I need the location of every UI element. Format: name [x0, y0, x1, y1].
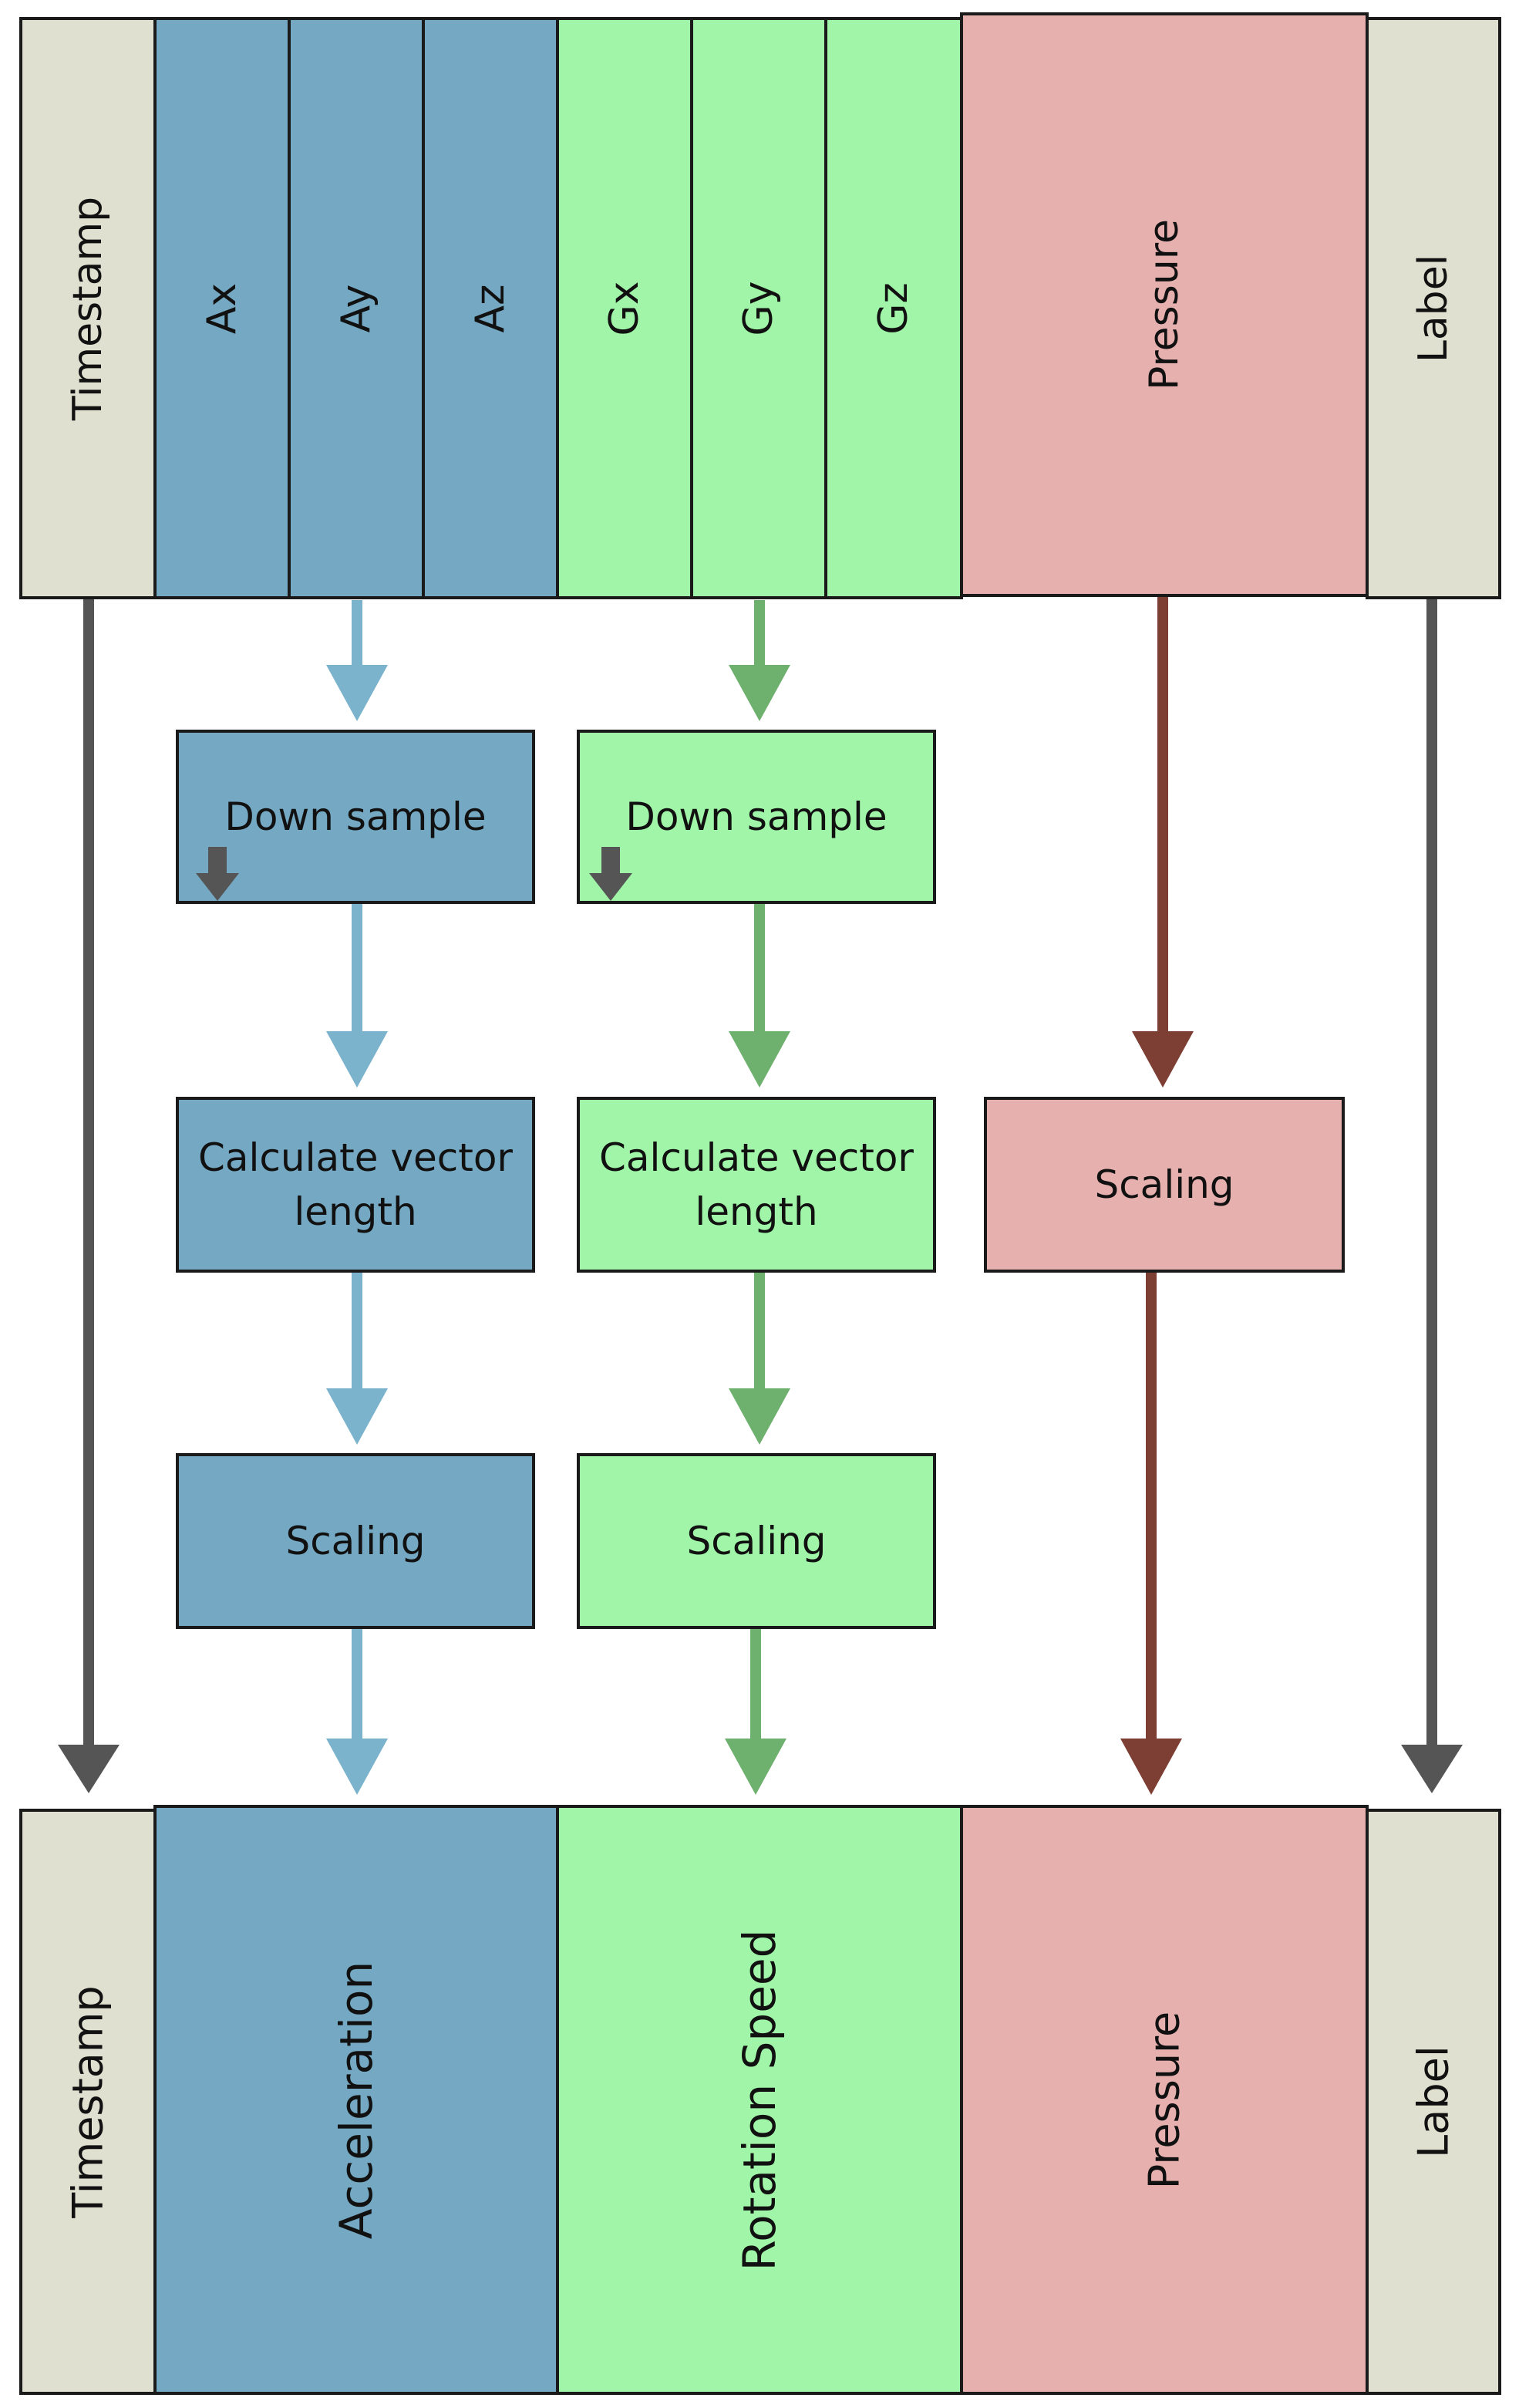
accel-downsample-box: Down sample: [176, 730, 535, 904]
input-az-label: Az: [467, 284, 514, 332]
input-gy-label: Gy: [736, 280, 782, 336]
gyro-scaling-box: Scaling: [577, 1453, 936, 1629]
accel-scaling-box: Scaling: [176, 1453, 535, 1629]
output-acceleration-column: Acceleration: [153, 1805, 559, 2395]
gyro-scaling-text: Scaling: [686, 1519, 827, 1563]
input-ay-label: Ay: [333, 284, 379, 332]
output-timestamp-column: Timestamp: [19, 1809, 157, 2395]
output-acceleration-label: Acceleration: [330, 1961, 382, 2239]
output-pressure-label: Pressure: [1140, 2011, 1189, 2189]
input-timestamp-label: Timestamp: [65, 196, 111, 420]
input-gx-column: Gx: [556, 17, 693, 599]
input-ax-column: Ax: [153, 17, 291, 599]
output-rotation-speed-column: Rotation Speed: [556, 1805, 963, 2395]
timestamp-arrow: [58, 598, 120, 1793]
accel-arrows: [326, 600, 388, 1795]
input-gz-column: Gz: [824, 17, 963, 599]
label-arrow: [1401, 598, 1463, 1793]
accel-vector-text: Calculate vector length: [197, 1135, 513, 1234]
down-arrow-icon: [589, 847, 632, 901]
gyro-vector-box: Calculate vector length: [577, 1097, 936, 1273]
input-label-column: Label: [1366, 17, 1501, 599]
output-label-column: Label: [1366, 1809, 1501, 2395]
accel-downsample-text: Down sample: [224, 794, 487, 839]
gyro-vector-text: Calculate vector length: [598, 1135, 914, 1234]
input-timestamp-column: Timestamp: [19, 17, 157, 599]
accel-scaling-text: Scaling: [285, 1519, 426, 1563]
output-rotation-speed-label: Rotation Speed: [733, 1929, 786, 2271]
pressure-arrows: [1120, 595, 1194, 1795]
pressure-scaling-box: Scaling: [984, 1097, 1345, 1273]
down-arrow-icon: [196, 847, 239, 901]
gyro-downsample-box: Down sample: [577, 730, 936, 904]
input-pressure-column: Pressure: [960, 12, 1369, 597]
accel-vector-box: Calculate vector length: [176, 1097, 535, 1273]
input-ax-label: Ax: [199, 282, 245, 334]
gyro-arrows: [725, 600, 790, 1795]
input-gz-label: Gz: [871, 282, 917, 335]
input-gx-label: Gx: [601, 280, 648, 336]
gyro-downsample-text: Down sample: [625, 794, 887, 839]
input-ay-column: Ay: [288, 17, 425, 599]
input-label-label: Label: [1410, 254, 1457, 363]
input-gy-column: Gy: [690, 17, 827, 599]
pressure-scaling-text: Scaling: [1094, 1162, 1234, 1207]
output-timestamp-label: Timestamp: [63, 1985, 113, 2218]
output-pressure-column: Pressure: [960, 1805, 1369, 2395]
output-label-label: Label: [1409, 2045, 1458, 2158]
input-az-column: Az: [422, 17, 559, 599]
input-pressure-label: Pressure: [1141, 218, 1187, 391]
